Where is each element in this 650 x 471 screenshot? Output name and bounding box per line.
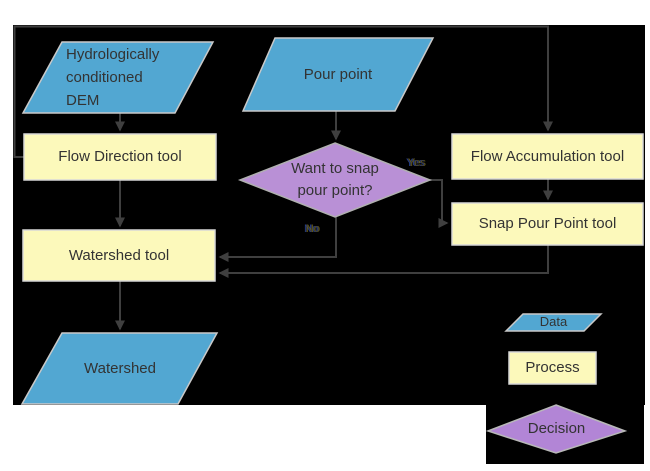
- edge-flow-direction-to-flow-accumulation: [13, 25, 553, 158]
- watershed-tool-shape: [22, 229, 216, 282]
- pour-point-shape: [241, 37, 435, 112]
- legend-data-shape: [504, 313, 603, 332]
- legend-decision-shape: [485, 404, 628, 454]
- flow-accumulation-shape: [451, 133, 644, 180]
- flow-direction-shape: [23, 133, 217, 181]
- decision-shape: [237, 142, 433, 218]
- legend-process-shape: [508, 351, 597, 385]
- edge-decision-yes-to-snap-pour-point: [430, 179, 449, 228]
- edge-decision-no-to-watershed-tool: [218, 217, 337, 262]
- snap-pour-point-shape: [451, 202, 644, 246]
- dem-shape: [21, 41, 215, 114]
- edge-snap-pour-point-to-watershed-tool: [218, 245, 549, 278]
- watershed-shape: [20, 332, 219, 405]
